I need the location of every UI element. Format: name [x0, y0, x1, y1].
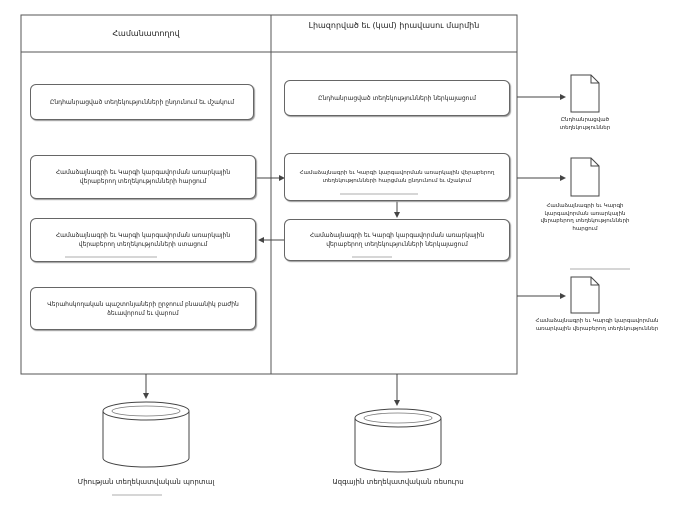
process-box-label: Համաձայնագրի եւ Կարգի կարգավորման առարկա…: [55, 232, 231, 248]
process-box-label: Համաձայնագրի եւ Կարգի կարգավորման առարկա…: [55, 169, 231, 185]
faint-text-line: [65, 256, 157, 258]
process-box-label: Վերահսկողական պաշտոնյաների ըրջոում բնաան…: [47, 300, 239, 317]
database-label: Ազգային տեղեկատվական ռեսուրս: [332, 478, 464, 486]
lane-title-right: Լիազորված եւ (կամ) իրավասու մարմին: [308, 21, 480, 30]
process-box-label: Ընդհանրացված տեղեկությունների ներկայացու…: [318, 94, 476, 102]
lane-title-left: Համանատողով: [112, 29, 180, 38]
process-box[interactable]: Ընդհանրացված տեղեկությունների ներկայացու…: [284, 80, 510, 116]
database-cylinder-icon: [102, 401, 190, 468]
process-box-label: Համաձայնագրի եւ Կարգի կարգավորման առարկա…: [309, 232, 485, 248]
document-icon: [570, 157, 600, 197]
process-box[interactable]: Համաձայնագրի եւ Կարգի կարգավորման առարկա…: [30, 218, 256, 262]
database-cylinder-icon: [354, 408, 442, 473]
process-box-label: Ընդհանրացված տեղեկությունների ընդունում …: [49, 98, 235, 106]
process-box[interactable]: Համաձայնագրի եւ Կարգի կարգավորման առարկա…: [284, 219, 510, 261]
database-label: Միության տեղեկատվական պորտալ: [77, 478, 215, 486]
document-label: Ընդհանրացված տեղեկություններ: [559, 117, 611, 131]
process-box[interactable]: Վերահսկողական պաշտոնյաների ըրջոում բնաան…: [30, 287, 256, 330]
process-box[interactable]: Համաձայնագրի եւ Կարգի կարգավորման առարկա…: [30, 155, 256, 199]
faint-text-line: [352, 256, 392, 258]
swimlane-frame: [20, 14, 518, 375]
document-icon: [570, 74, 600, 113]
faint-text-line: [112, 494, 162, 496]
process-box[interactable]: Ընդհանրացված տեղեկությունների ընդունում …: [30, 84, 254, 120]
document-label: Համաձայնագրի եւ Կարգի կարգավորման առարկա…: [540, 203, 630, 232]
document-label: Համաձայնագրի եւ Կարգի կարգավորման առարկա…: [535, 318, 659, 332]
process-box-label: Համաձայնագրի եւ Կարգի կարգավորման առարկա…: [299, 170, 495, 184]
faint-text-line: [340, 193, 418, 195]
document-icon: [570, 276, 600, 314]
faint-text-line: [570, 268, 630, 270]
